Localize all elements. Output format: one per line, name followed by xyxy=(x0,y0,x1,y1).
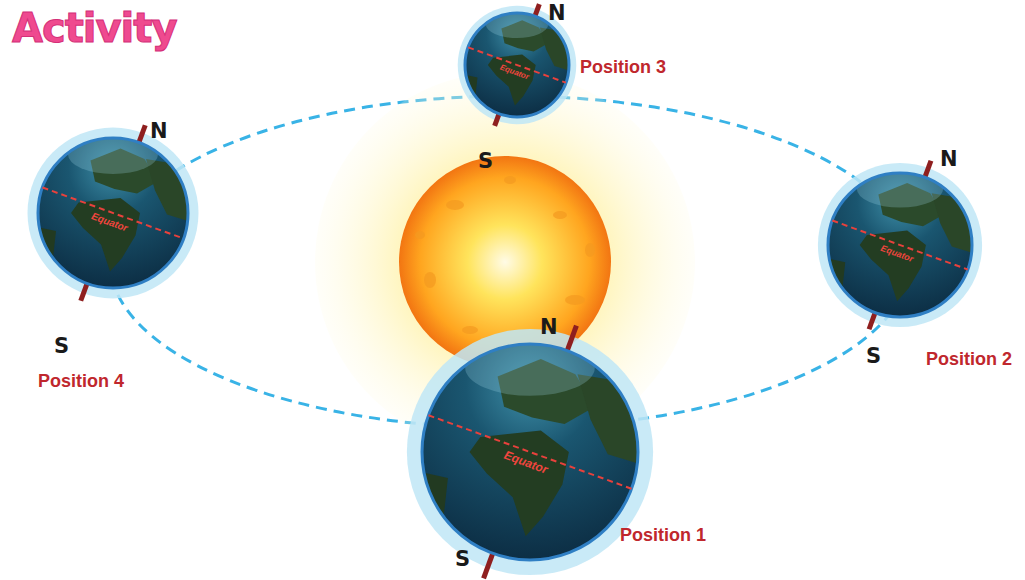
earth-position-2 xyxy=(818,161,982,329)
equator-label: Equator xyxy=(499,64,530,82)
equator-label: Equator xyxy=(90,211,129,233)
sun-spots xyxy=(415,176,595,334)
south-pole-label: S xyxy=(478,150,493,173)
north-pole-label: N xyxy=(940,148,958,171)
earth-globe: Equator xyxy=(828,173,972,317)
south-pole-label: S xyxy=(455,548,470,571)
position-label: Position 2 xyxy=(926,350,1012,370)
position-label: Position 4 xyxy=(38,372,124,392)
south-pole-label: S xyxy=(54,335,69,358)
activity-title: Activity xyxy=(12,6,176,50)
earth-globe: Equator xyxy=(465,13,569,117)
south-pole-label: S xyxy=(866,345,881,368)
north-pole-label: N xyxy=(548,2,566,25)
equator-label: Equator xyxy=(503,449,550,476)
earth-position-4 xyxy=(28,125,199,301)
earth-globe: Equator xyxy=(422,344,638,560)
equator-label: Equator xyxy=(879,243,914,263)
north-pole-label: N xyxy=(540,316,558,339)
earth-position-1 xyxy=(407,326,653,579)
position-label: Position 3 xyxy=(580,58,666,78)
earth-globe: Equator xyxy=(38,138,188,288)
position-label: Position 1 xyxy=(620,526,706,546)
north-pole-label: N xyxy=(150,120,168,143)
